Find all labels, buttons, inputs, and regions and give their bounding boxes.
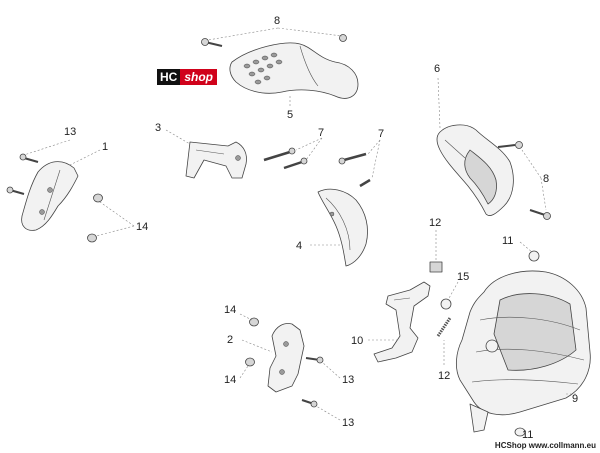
callout-12-top: 12 [429,217,441,229]
part-12-clip [429,261,443,273]
callout-10: 10 [351,335,363,347]
part-10-bracket [373,281,431,363]
callout-7-right: 7 [378,128,384,140]
part-12-spring [436,317,452,337]
bolt-8-right [339,34,347,42]
callout-14-lower-bottom: 14 [224,374,236,386]
part-2-bracket [267,323,305,393]
callout-2: 2 [227,334,233,346]
callout-8-top: 8 [274,15,280,27]
callout-3: 3 [155,122,161,134]
bolt-13-c [305,356,324,364]
callout-11-top: 11 [502,235,513,247]
callout-4: 4 [296,240,302,252]
footer-site: www.collmann.eu [528,441,596,450]
washer-14-d [245,357,255,367]
bolt-13-d [301,399,318,408]
part-15-plug [440,298,452,310]
callout-13-bottom: 13 [342,417,354,429]
callout-13-mid: 13 [342,374,354,386]
footer-brand: HCShop [494,441,527,450]
callout-9: 9 [572,393,578,405]
bolt-13-a [19,153,39,163]
part-11-cap-bottom [514,427,526,437]
callout-1: 1 [102,141,108,153]
bolt-8-lower-right [529,209,551,220]
bolt-8-upper-right [497,141,523,149]
callout-13-left: 13 [64,126,76,138]
callout-12-bottom: 12 [438,370,450,382]
washer-14-b [87,233,97,243]
part-5-heat-shield-top [229,42,359,99]
part-3-clamp [185,141,247,179]
part-9-silencer-cover [456,270,591,433]
part-11-cap-top [528,250,540,262]
callout-14-lower-top: 14 [224,304,236,316]
callout-15: 15 [457,271,469,283]
hcshop-logo: HC shop [157,69,218,85]
part-1-bracket [21,161,79,231]
part-6-side-shield [436,124,514,216]
part-4-curved-shield [317,188,368,267]
bolt-8-left [201,38,223,47]
bolts-7 [263,147,371,188]
washer-14-a [93,193,103,203]
bolt-13-b [6,186,25,195]
callout-8-right: 8 [543,173,549,185]
logo-hc-text: HC [157,69,181,85]
callout-7-left: 7 [318,127,324,139]
callout-11-bottom: 11 [522,429,533,441]
footer-credit: HCShop www.collmann.eu [495,441,596,450]
callout-5: 5 [287,109,293,121]
callout-14-left: 14 [136,221,148,233]
callout-6: 6 [434,63,440,75]
logo-shop-text: shop [180,69,218,85]
